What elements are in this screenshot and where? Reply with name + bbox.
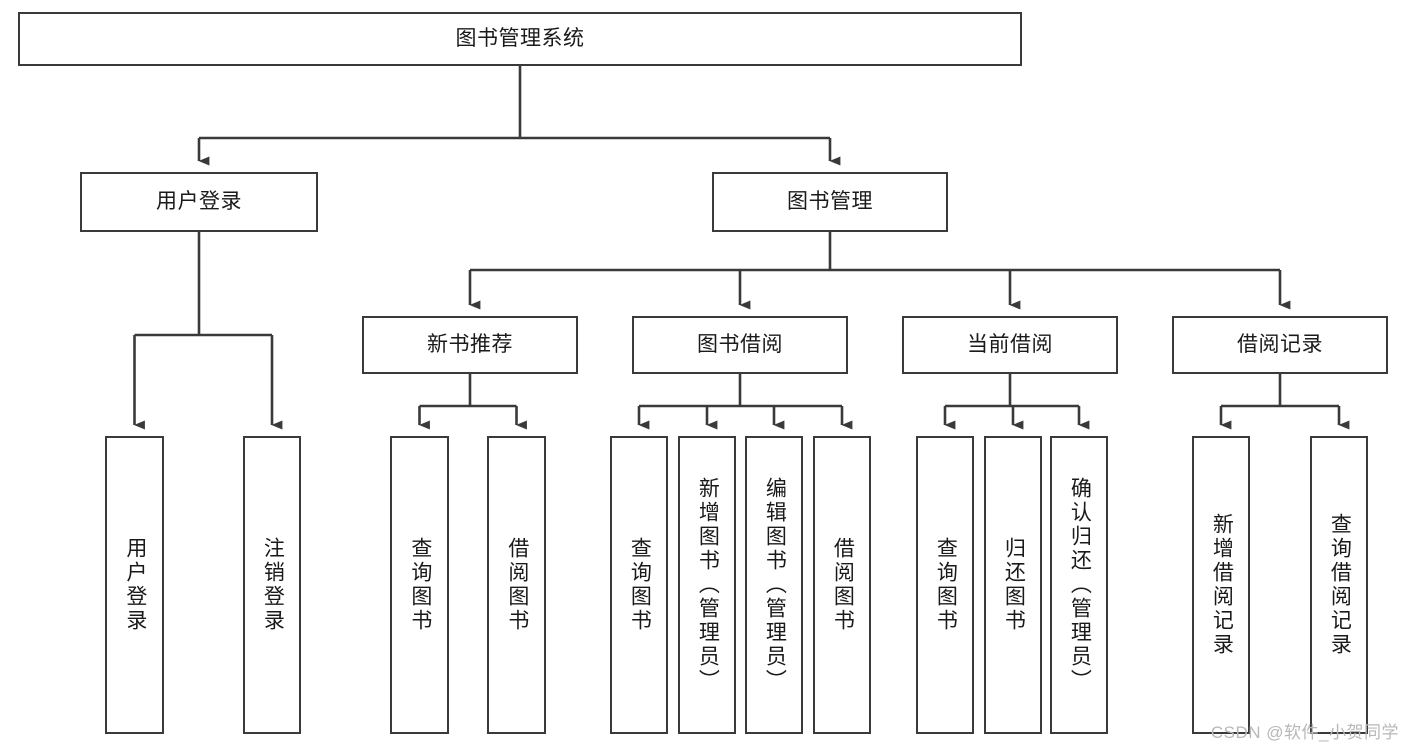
node-label: 借阅图书 (505, 537, 529, 633)
node-label: 新增借阅记录 (1210, 513, 1234, 657)
node-label: 当前借阅 (967, 332, 1053, 356)
node-label: 图书管理系统 (455, 26, 585, 50)
node-book-manage[interactable]: 图书管理 (712, 172, 948, 232)
node-new-book-recommend[interactable]: 新书推荐 (362, 316, 578, 374)
node-label: 新书推荐 (427, 332, 513, 356)
node-leaf-add-borrow-record[interactable]: 新增借阅记录 (1192, 436, 1250, 734)
node-leaf-borrow-book[interactable]: 借阅图书 (813, 436, 871, 734)
node-label: 图书管理 (787, 189, 873, 213)
node-borrow-record[interactable]: 借阅记录 (1172, 316, 1388, 374)
node-label: 用户登录 (156, 189, 242, 213)
node-label: 查询借阅记录 (1328, 513, 1352, 657)
node-leaf-query-book-borrow[interactable]: 查询图书 (610, 436, 668, 734)
node-leaf-borrow-book-recommend[interactable]: 借阅图书 (487, 436, 546, 734)
node-label: 用户登录 (123, 537, 147, 633)
node-label: 归还图书 (1002, 537, 1026, 633)
node-user-login[interactable]: 用户登录 (80, 172, 318, 232)
node-label: 借阅图书 (831, 537, 855, 633)
node-leaf-query-book-current[interactable]: 查询图书 (916, 436, 974, 734)
node-leaf-edit-book[interactable]: 编辑图书（管理员） (745, 436, 803, 734)
node-leaf-add-book[interactable]: 新增图书（管理员） (678, 436, 736, 734)
node-leaf-user-logout[interactable]: 注销登录 (243, 436, 301, 734)
csdn-watermark: CSDN @软件_小贺同学 (1210, 723, 1399, 742)
node-leaf-return-book[interactable]: 归还图书 (984, 436, 1042, 734)
node-label: 注销登录 (261, 537, 285, 633)
node-book-borrow[interactable]: 图书借阅 (632, 316, 848, 374)
node-label: 新增图书（管理员） (696, 477, 720, 693)
node-label: 查询图书 (934, 537, 958, 633)
node-leaf-query-borrow-record[interactable]: 查询借阅记录 (1310, 436, 1368, 734)
node-current-borrow[interactable]: 当前借阅 (902, 316, 1118, 374)
node-leaf-user-login[interactable]: 用户登录 (105, 436, 164, 734)
node-root[interactable]: 图书管理系统 (18, 12, 1022, 66)
node-leaf-query-book-recommend[interactable]: 查询图书 (390, 436, 449, 734)
node-label: 编辑图书（管理员） (763, 477, 787, 693)
node-label: 查询图书 (628, 537, 652, 633)
node-label: 图书借阅 (697, 332, 783, 356)
node-label: 借阅记录 (1237, 332, 1323, 356)
node-label: 查询图书 (408, 537, 432, 633)
node-leaf-confirm-return[interactable]: 确认归还（管理员） (1050, 436, 1108, 734)
node-label: 确认归还（管理员） (1068, 477, 1092, 693)
